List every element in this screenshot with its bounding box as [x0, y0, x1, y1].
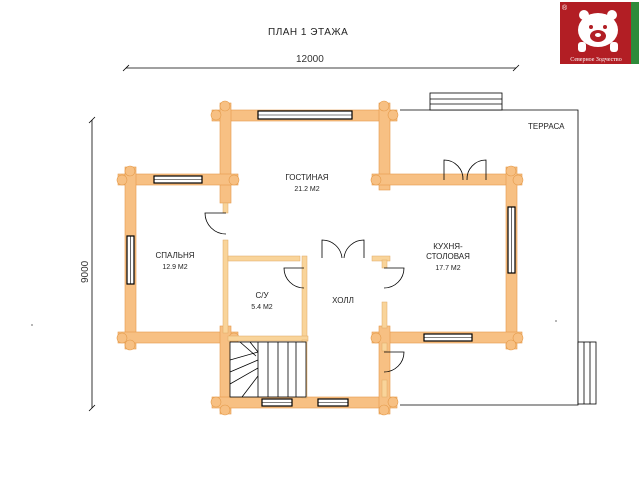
door-hall-right [343, 239, 365, 259]
room-bathroom-area: 5.4 М2 [251, 304, 273, 311]
door-bedroom [204, 212, 227, 235]
door-terrace-right [466, 159, 487, 181]
width-dimension: 12000 [122, 54, 520, 72]
door-terrace-left [443, 159, 464, 181]
plan-title: ПЛАН 1 ЭТАЖА [268, 27, 348, 38]
room-bedroom-name: СПАЛЬНЯ [155, 251, 194, 260]
terrace-label: ТЕРРАСА [528, 122, 565, 131]
door-bathroom [283, 267, 305, 289]
height-dimension: 9000 [80, 116, 96, 412]
room-kitchen-name-2: СТОЛОВАЯ [426, 252, 470, 261]
company-logo: ® Северное Зодчество [560, 2, 639, 64]
doors [204, 159, 487, 373]
room-bathroom-name: С/У [255, 291, 269, 300]
height-dimension-label: 9000 [80, 260, 91, 283]
door-hall-left [321, 239, 343, 259]
logo-text: Северное Зодчество [570, 57, 621, 63]
logo-registered-mark: ® [562, 4, 568, 12]
windows [126, 110, 516, 407]
terrace-steps-right [577, 341, 597, 405]
room-labels: ГОСТИНАЯ 21.2 М2 СПАЛЬНЯ 12.9 М2 КУХНЯ- … [155, 173, 470, 311]
room-hall-name: ХОЛЛ [332, 296, 354, 305]
room-living-area: 21.2 М2 [294, 186, 319, 193]
room-living-name: ГОСТИНАЯ [285, 173, 328, 182]
width-dimension-label: 12000 [296, 54, 324, 65]
room-bedroom-area: 12.9 М2 [162, 264, 187, 271]
bear-icon [578, 10, 618, 52]
room-kitchen-name-1: КУХНЯ- [433, 242, 463, 251]
door-entrance [383, 351, 405, 373]
room-kitchen-area: 17.7 М2 [435, 265, 460, 272]
door-kitchen [383, 267, 405, 289]
staircase [229, 341, 307, 398]
terrace: ТЕРРАСА [400, 92, 597, 406]
terrace-steps-top [429, 92, 503, 111]
